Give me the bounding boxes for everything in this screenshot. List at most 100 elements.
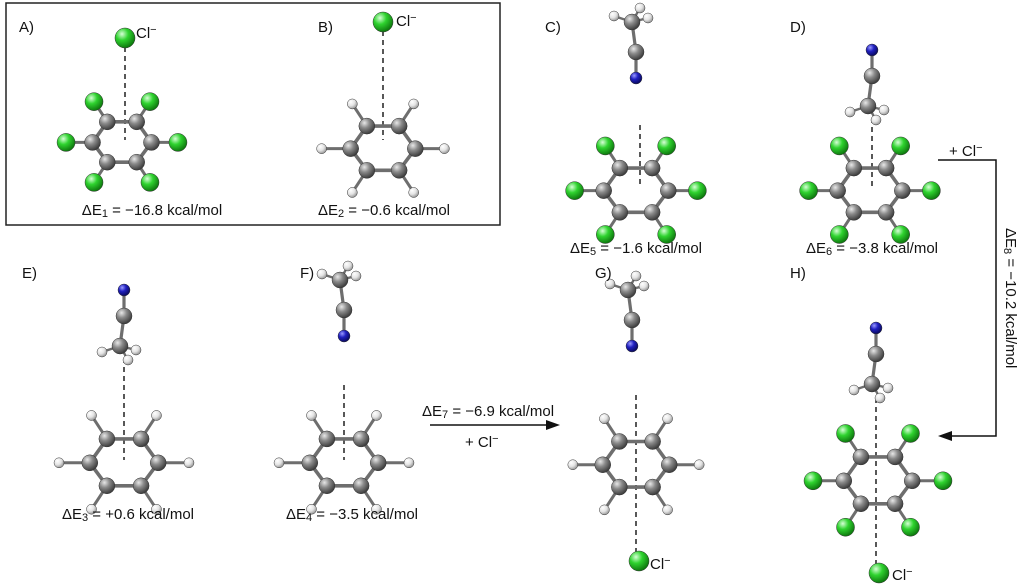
chloride-label-b: Cl−	[396, 12, 417, 30]
panel-label-e: E)	[22, 265, 37, 282]
chlorine-atom	[868, 562, 890, 584]
carbon-atom	[595, 182, 612, 199]
carbon-atom	[660, 182, 677, 199]
hydrogen-atom	[662, 413, 673, 424]
chlorine-atom	[657, 225, 676, 244]
hydrogen-atom	[151, 410, 162, 421]
chlorine-atom	[140, 173, 160, 192]
hydrogen-atom	[630, 270, 642, 282]
hydrogen-atom	[130, 344, 142, 356]
carbon-atom	[619, 281, 637, 299]
atoms	[53, 2, 953, 584]
carbon-atom	[643, 159, 661, 177]
carbon-atom	[352, 477, 370, 495]
hydrogen-atom	[567, 459, 579, 470]
carbon-atom	[852, 448, 870, 466]
carbon-atom	[358, 162, 376, 179]
chlorine-atom	[803, 471, 823, 491]
hydrogen-atom	[874, 392, 886, 404]
hydrogen-atom	[86, 410, 97, 421]
carbon-atom	[390, 117, 408, 135]
chlorine-atom	[84, 173, 104, 192]
carbon-atom	[845, 159, 863, 177]
carbon-atom	[863, 67, 881, 85]
carbon-atom	[128, 113, 145, 131]
carbon-atom	[623, 13, 641, 31]
carbon-atom	[149, 454, 167, 472]
chlorine-atom	[596, 136, 615, 156]
carbon-atom	[644, 433, 661, 450]
chlorine-atom	[168, 133, 188, 152]
hydrogen-atom	[604, 278, 616, 290]
carbon-atom	[863, 375, 881, 393]
bonds	[57, 6, 945, 529]
hydrogen-atom	[408, 187, 419, 198]
carbon-atom	[845, 204, 863, 221]
carbon-atom	[99, 113, 116, 131]
chlorine-atom	[688, 181, 707, 200]
carbon-atom	[894, 182, 911, 199]
chlorine-atom	[891, 136, 910, 156]
carbon-atom	[886, 448, 904, 466]
carbon-atom	[643, 204, 661, 221]
carbon-atom	[661, 456, 678, 473]
nitrogen-atom	[865, 43, 879, 57]
carbon-atom	[903, 472, 921, 490]
hydrogen-atom	[403, 457, 415, 469]
energy-label-f: ΔE4 = −3.5 kcal/mol	[285, 506, 419, 524]
carbon-atom	[611, 159, 629, 177]
carbon-atom	[352, 430, 370, 448]
carbon-atom	[111, 337, 129, 355]
carbon-atom	[390, 162, 408, 179]
energy-label-a: ΔE1 = −16.8 kcal/mol	[81, 202, 223, 220]
carbon-atom	[627, 43, 645, 61]
carbon-atom	[132, 430, 150, 448]
arrow-d-to-h-energy: ΔE8 = −10.2 kcal/mol	[1001, 228, 1019, 369]
carbon-atom	[335, 301, 353, 319]
carbon-atom	[132, 477, 150, 495]
carbon-atom	[342, 140, 359, 157]
hydrogen-atom	[183, 457, 195, 469]
arrow-f-to-g-reagent: + Cl−	[465, 433, 499, 451]
energy-label-c: ΔE5 = −1.6 kcal/mol	[569, 240, 703, 258]
nitrogen-atom	[869, 321, 883, 335]
panel-label-c: C)	[545, 19, 561, 36]
chlorine-atom	[84, 92, 104, 111]
hydrogen-atom	[342, 260, 354, 272]
hydrogen-atom	[53, 457, 65, 469]
hydrogen-atom	[662, 504, 673, 516]
hydrogen-atom	[86, 503, 97, 515]
hydrogen-atom	[882, 382, 894, 394]
chlorine-atom	[56, 133, 76, 152]
chlorine-atom	[830, 225, 849, 244]
nitrogen-atom	[629, 71, 643, 85]
hydrogen-atom	[638, 280, 650, 292]
chlorine-atom	[830, 136, 849, 156]
hydrogen-atom	[350, 270, 362, 282]
hydrogen-atom	[693, 459, 705, 470]
nitrogen-atom	[117, 283, 131, 297]
chlorine-atom	[901, 517, 920, 537]
carbon-atom	[867, 345, 885, 363]
arrow-d-to-h-shaft	[938, 159, 997, 437]
panel-label-h: H)	[790, 265, 806, 282]
carbon-atom	[99, 153, 116, 171]
carbon-atom	[115, 307, 133, 325]
hydrogen-atom	[439, 143, 450, 154]
hydrogen-atom	[848, 384, 860, 396]
hydrogen-atom	[347, 98, 358, 110]
hydrogen-atom	[306, 503, 317, 515]
hydrogen-atom	[634, 2, 646, 14]
chlorine-atom	[891, 225, 910, 244]
carbon-atom	[829, 182, 846, 199]
nitrogen-atom	[625, 339, 639, 353]
arrow-f-to-g-energy: ΔE7 = −6.9 kcal/mol	[422, 403, 555, 421]
chlorine-atom	[922, 181, 941, 200]
hydrogen-atom	[316, 268, 328, 280]
carbon-atom	[318, 477, 336, 495]
panel-label-g: G)	[595, 265, 612, 282]
hydrogen-atom	[347, 187, 358, 198]
chlorine-atom	[565, 181, 584, 200]
